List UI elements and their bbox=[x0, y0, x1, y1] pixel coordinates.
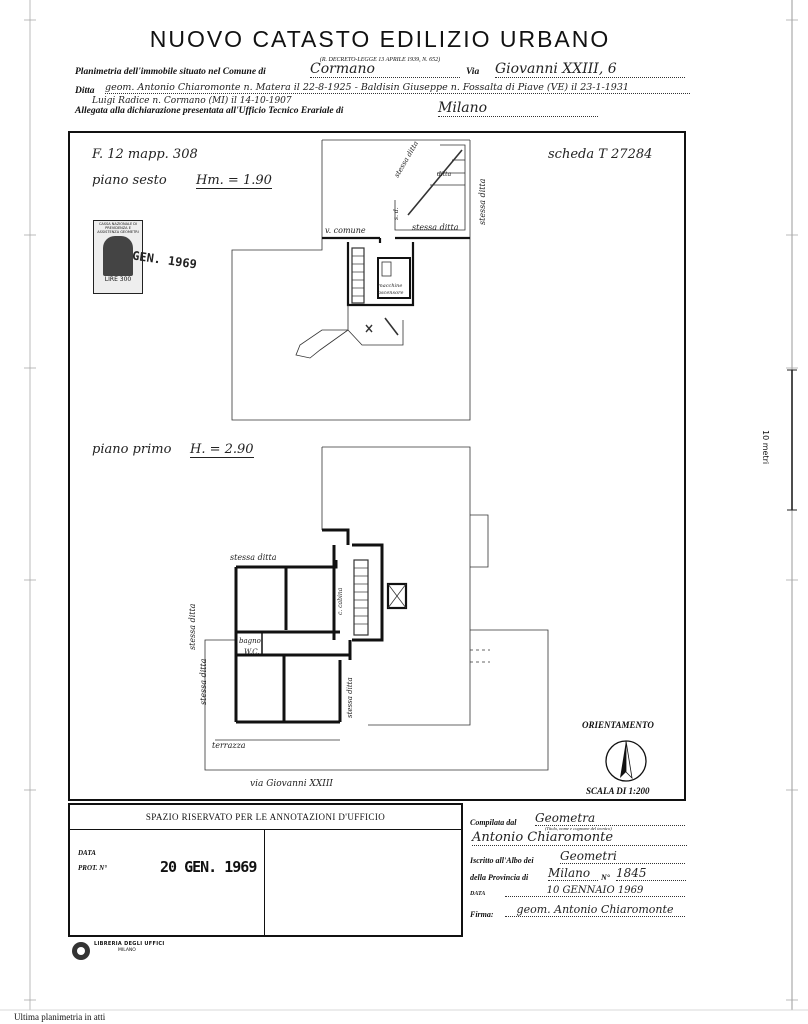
svg-text:macchine: macchine bbox=[378, 283, 402, 289]
svg-text:c. cabina: c. cabina bbox=[337, 587, 344, 615]
office-divider-vertical bbox=[264, 829, 265, 937]
ditta-label: Ditta bbox=[75, 86, 95, 96]
piano-sesto-height: Hm. = 1.90 bbox=[196, 173, 272, 189]
stamp-figure-icon bbox=[103, 236, 133, 276]
office-annotations-box bbox=[68, 803, 463, 937]
publisher-logo-icon bbox=[72, 942, 90, 960]
svg-text:via Giovanni XXIII: via Giovanni XXIII bbox=[250, 779, 333, 789]
numero-value: 1845 bbox=[616, 866, 686, 881]
label-stessa-ditta-top1: stessa ditta bbox=[393, 140, 420, 179]
publisher-name: LIBRERIA DEGLI UFFICI bbox=[94, 941, 165, 947]
piano-primo-height: H. = 2.90 bbox=[190, 442, 254, 458]
comune-label: Planimetria dell'immobile situato nel Co… bbox=[75, 67, 266, 77]
orientation-label: ORIENTAMENTO bbox=[582, 720, 654, 730]
firma-label: Firma: bbox=[470, 910, 494, 919]
revenue-stamp: CASSA NAZIONALE DI PREVIDENZA E ASSISTEN… bbox=[93, 220, 143, 294]
svg-text:bagno: bagno bbox=[239, 637, 261, 645]
compiler-data-label: DATA bbox=[470, 891, 486, 897]
stamp-value: LIRE 300 bbox=[104, 276, 132, 283]
iscritto-label: Iscritto all'Albo dei bbox=[470, 856, 534, 865]
svg-text:terrazza: terrazza bbox=[212, 741, 246, 750]
decree-note: (R. DECRETO-LEGGE 13 APRILE 1939, N. 652… bbox=[319, 57, 441, 63]
comune-value: Cormano bbox=[310, 61, 460, 78]
compilata-note: (Titolo, nome e cognome del tecnico) bbox=[545, 826, 612, 831]
allegata-value: Milano bbox=[438, 100, 598, 117]
svg-text:s. d.: s. d. bbox=[393, 207, 400, 220]
signature: geom. Antonio Chiaromonte bbox=[505, 903, 685, 917]
iscritto-value: Geometri bbox=[560, 849, 685, 864]
provincia-label: della Provincia di bbox=[470, 873, 529, 882]
office-prot-label: PROT. N° bbox=[78, 864, 107, 872]
north-arrow-icon bbox=[605, 740, 647, 782]
office-data-label: DATA bbox=[78, 849, 96, 857]
scheda-number: scheda T 27284 bbox=[548, 147, 653, 162]
via-label: Via bbox=[466, 67, 480, 77]
via-value: Giovanni XXIII, 6 bbox=[495, 61, 685, 78]
ditta-value-2: Luigi Radice n. Cormano (MI) il 14-10-19… bbox=[92, 96, 292, 106]
compilata-value: Geometra bbox=[535, 811, 685, 826]
first-floor-plan bbox=[204, 446, 549, 771]
svg-text:stessa ditta: stessa ditta bbox=[188, 603, 197, 650]
provincia-value: Milano bbox=[548, 866, 598, 881]
svg-text:stessa ditta: stessa ditta bbox=[412, 223, 459, 232]
allegata-label: Allegata alla dichiarazione presentata a… bbox=[75, 106, 344, 116]
compilata-label: Compilata dal bbox=[470, 818, 517, 827]
compiler-data-value: 10 GENNAIO 1969 bbox=[505, 885, 685, 897]
publisher-city: MILANO bbox=[118, 948, 136, 953]
piano-primo-label: piano primo bbox=[92, 442, 172, 457]
office-prot-stamp: 20 GEN. 1969 bbox=[160, 858, 257, 876]
compiler-name: Antonio Chiaromonte bbox=[472, 830, 687, 846]
document-title: NUOVO CATASTO EDILIZIO URBANO bbox=[149, 26, 611, 52]
svg-text:ascensore: ascensore bbox=[378, 290, 403, 296]
scale-label: SCALA DI 1:200 bbox=[586, 786, 650, 796]
svg-text:W.C.: W.C. bbox=[244, 648, 260, 656]
office-title: SPAZIO RISERVATO PER LE ANNOTAZIONI D'UF… bbox=[145, 812, 386, 822]
office-divider bbox=[68, 829, 463, 830]
piano-sesto-label: piano sesto bbox=[92, 173, 167, 188]
svg-text:stessa ditta: stessa ditta bbox=[346, 677, 354, 718]
svg-text:stessa ditta: stessa ditta bbox=[478, 178, 487, 225]
sixth-floor-plan bbox=[231, 139, 471, 421]
svg-text:stessa ditta: stessa ditta bbox=[199, 658, 208, 705]
footer-note: Ultima planimetria in atti bbox=[14, 1012, 106, 1022]
plan-frame bbox=[68, 131, 686, 801]
svg-text:v. comune: v. comune bbox=[325, 226, 366, 235]
svg-text:ditta: ditta bbox=[437, 171, 452, 178]
ditta-value: geom. Antonio Chiaromonte n. Matera il 2… bbox=[105, 82, 690, 94]
stamp-heading: CASSA NAZIONALE DI PREVIDENZA E ASSISTEN… bbox=[97, 222, 139, 234]
numero-label: N° bbox=[601, 873, 610, 882]
foglio-mappale: F. 12 mapp. 308 bbox=[92, 147, 198, 162]
svg-text:stessa ditta: stessa ditta bbox=[230, 553, 277, 562]
